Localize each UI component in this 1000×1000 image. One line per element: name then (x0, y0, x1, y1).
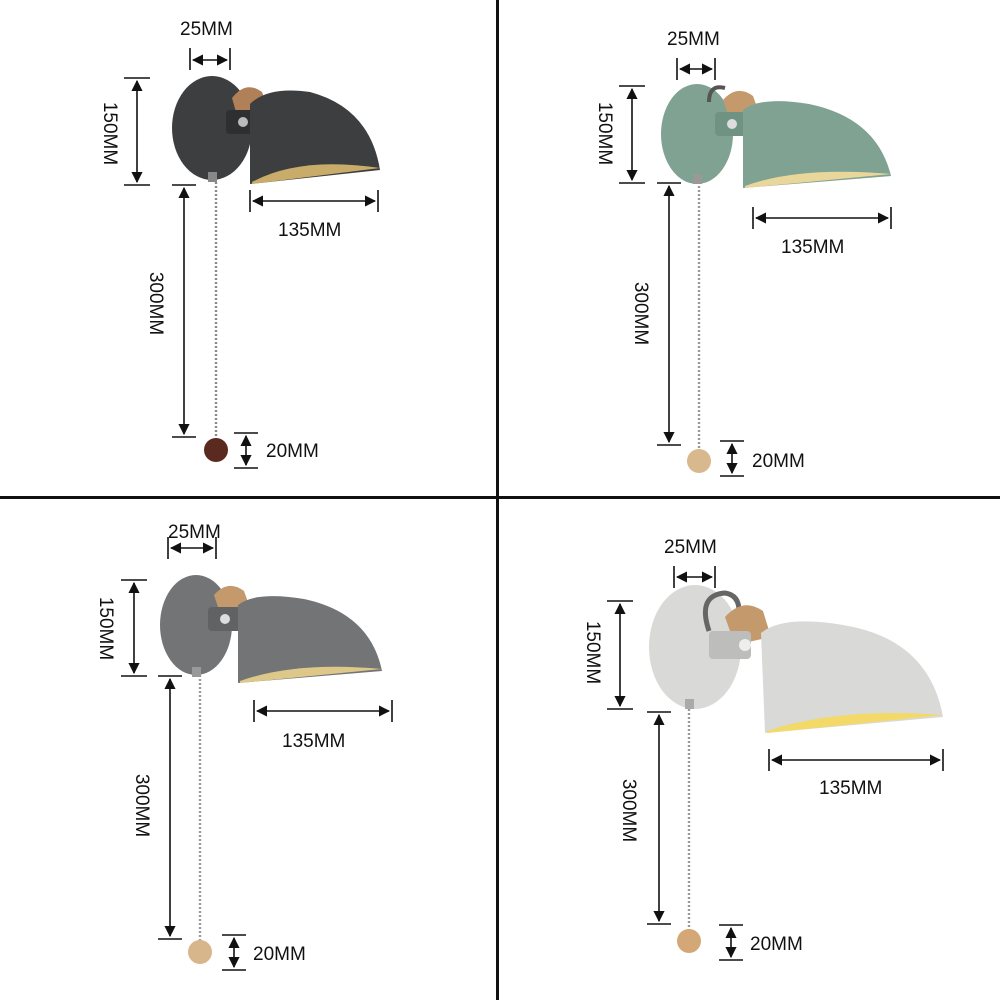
dim-shade-label: 135MM (278, 220, 342, 241)
wall-base (649, 585, 741, 709)
lamp-shade (743, 101, 891, 188)
dim-chain-label: 300MM (630, 281, 652, 346)
dim-ball-label: 20MM (266, 441, 319, 462)
wall-base (172, 76, 252, 180)
product-panel-grey: 25MM 150MM 135MM 300MM 20MM (0, 499, 496, 1000)
dimension-lines (619, 58, 892, 477)
lamp-diagram-grey (121, 537, 393, 971)
dim-ball-label: 20MM (253, 944, 306, 965)
pull-ball-icon (188, 940, 212, 964)
shade-inner (767, 713, 943, 733)
wall-base (160, 575, 232, 675)
pull-ball-icon (687, 449, 711, 473)
product-panel-green: 25MM 150MM 135MM 300MM 20MM (499, 0, 1000, 496)
dim-height-label: 150MM (99, 101, 121, 166)
shade-inner (745, 171, 891, 188)
dim-shade-label: 135MM (781, 237, 845, 258)
dim-mount-label: 25MM (664, 537, 717, 558)
horizontal-divider (0, 496, 1000, 499)
wall-base (661, 84, 733, 184)
dim-chain-label: 300MM (145, 271, 167, 336)
lamp-diagram-green (619, 58, 892, 477)
lamp-shade (761, 621, 943, 733)
lamp-diagram-black (124, 48, 380, 469)
product-panel-white: 25MM 150MM 135MM 300MM 20MM (499, 499, 1000, 1000)
dimension-lines (121, 537, 393, 971)
vertical-divider (496, 0, 499, 1000)
dimension-lines (124, 48, 379, 469)
dim-shade-label: 135MM (819, 778, 883, 799)
product-panel-black: 25MM 150MM 135MM 300MM 20MM (0, 0, 496, 496)
dim-height-label: 150MM (95, 596, 117, 661)
lamp-diagram-white (607, 566, 944, 961)
dim-height-label: 150MM (594, 101, 616, 166)
dim-height-label: 150MM (582, 620, 604, 685)
lamp-shade (250, 90, 380, 184)
dim-mount-label: 25MM (667, 29, 720, 50)
shade-inner (252, 164, 380, 184)
lamp-shade (238, 596, 382, 683)
dim-mount-label: 25MM (180, 19, 233, 40)
dimension-lines (607, 566, 944, 961)
pull-ball-icon (677, 929, 701, 953)
dim-chain-label: 300MM (131, 773, 153, 838)
dim-chain-label: 300MM (618, 778, 640, 843)
dim-ball-label: 20MM (750, 934, 803, 955)
dim-shade-label: 135MM (282, 731, 346, 752)
dim-mount-label: 25MM (168, 522, 221, 543)
shade-inner (240, 666, 382, 683)
dim-ball-label: 20MM (752, 451, 805, 472)
pull-ball-icon (204, 438, 228, 462)
